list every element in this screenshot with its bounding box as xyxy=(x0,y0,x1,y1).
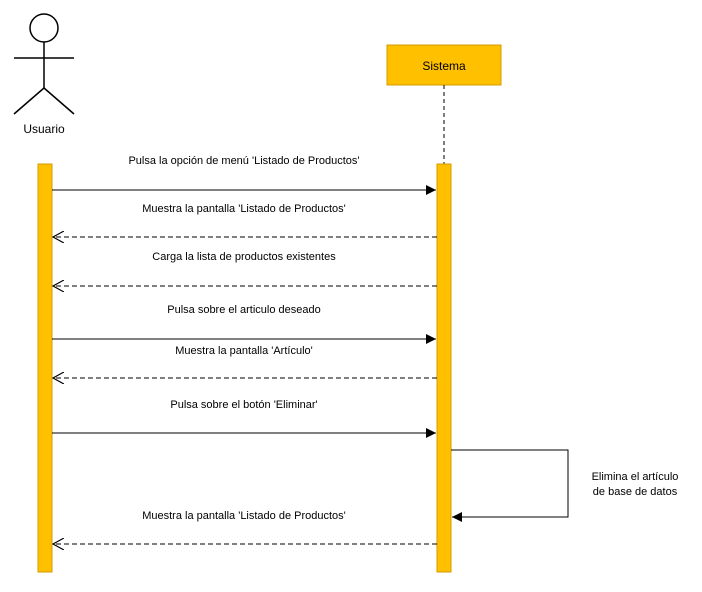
actor-right-leg xyxy=(43,87,75,115)
actor-left-leg xyxy=(13,87,45,115)
actor-head-icon xyxy=(29,13,59,43)
actor-usuario: Usuario xyxy=(13,13,75,136)
system-activation-bar xyxy=(436,163,452,573)
message-7: Muestra la pantalla 'Listado de Producto… xyxy=(53,510,437,544)
message-label: Pulsa sobre el articulo deseado xyxy=(167,304,320,316)
message-label: Muestra la pantalla 'Listado de Producto… xyxy=(142,510,346,522)
participant-sistema: Sistema xyxy=(386,44,502,86)
message-1: Pulsa la opción de menú 'Listado de Prod… xyxy=(52,155,436,195)
message-6: Pulsa sobre el botón 'Eliminar' xyxy=(52,399,436,438)
message-4: Pulsa sobre el articulo deseado xyxy=(52,304,436,344)
message-label: Pulsa la opción de menú 'Listado de Prod… xyxy=(128,155,359,167)
message-2: Muestra la pantalla 'Listado de Producto… xyxy=(53,203,437,237)
actor-label: Usuario xyxy=(23,122,65,136)
self-message-arrow xyxy=(451,449,569,522)
message-label: Muestra la pantalla 'Listado de Producto… xyxy=(142,203,346,215)
message-3: Carga la lista de productos existentes xyxy=(53,251,437,286)
message-label: Pulsa sobre el botón 'Eliminar' xyxy=(170,399,317,411)
self-message-label-line2: de base de datos xyxy=(593,486,678,498)
participant-label: Sistema xyxy=(422,59,466,73)
message-5: Muestra la pantalla 'Artículo' xyxy=(53,345,437,378)
self-message-label-line1: Elimina el artículo xyxy=(592,471,679,483)
participant-box xyxy=(386,44,502,86)
self-message: Elimina el artículo de base de datos xyxy=(451,449,679,522)
user-activation-bar xyxy=(37,163,53,573)
message-label: Muestra la pantalla 'Artículo' xyxy=(175,345,313,357)
message-label: Carga la lista de productos existentes xyxy=(152,251,336,263)
